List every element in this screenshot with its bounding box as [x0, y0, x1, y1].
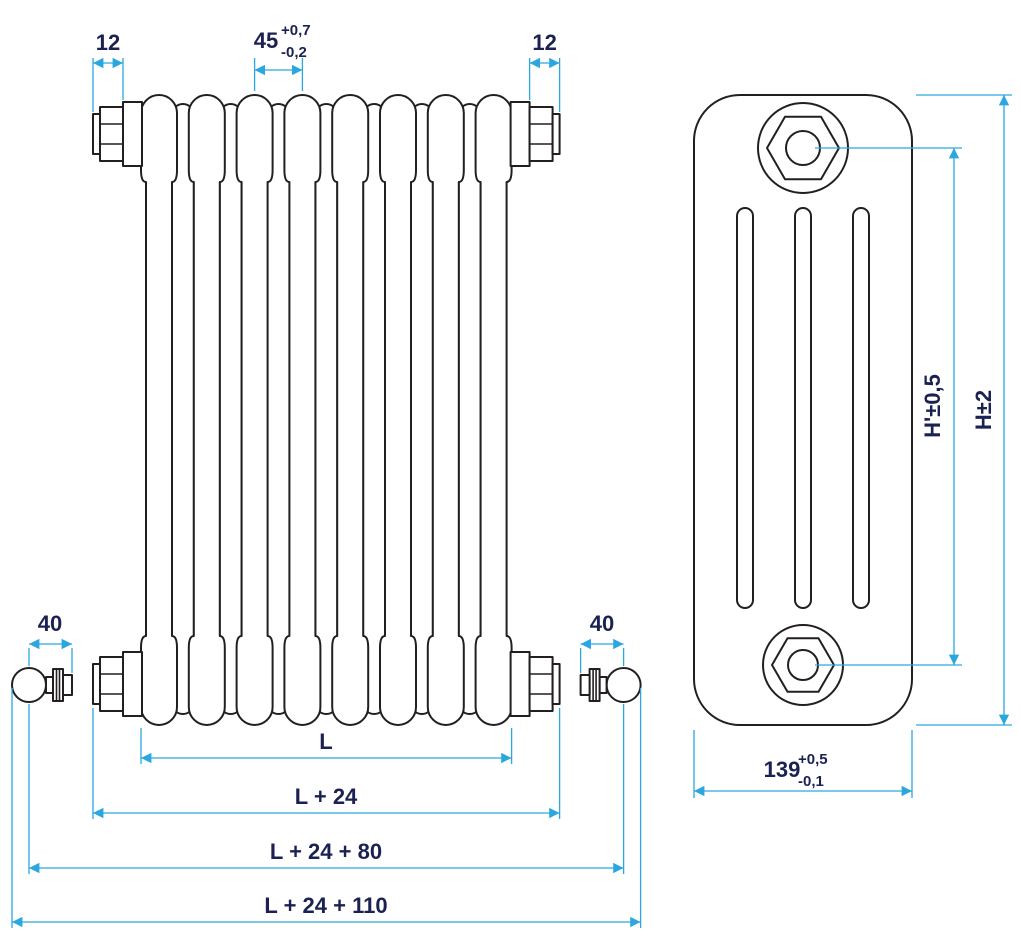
dim-L24: L + 24: [92, 708, 561, 819]
dim-label-40-left: 40: [38, 611, 62, 636]
dim-total-height: H±2: [916, 94, 1012, 726]
dimension-layer: 12 12 45 +0,7 -0,2 40: [11, 22, 1012, 928]
ball-valve-icon: [605, 667, 642, 703]
dim-label-12-left: 12: [96, 30, 120, 55]
rear-column: [362, 103, 387, 715]
radiator-section: [331, 94, 370, 726]
dim-L24-80: L + 24 + 80: [28, 704, 625, 874]
dim-label-L: L: [319, 729, 332, 754]
side-view: [693, 94, 913, 726]
dim-label-pitch: 45: [254, 28, 278, 53]
front-view: [11, 94, 642, 726]
dim-depth: 139 +0,5 -0,1: [693, 730, 913, 798]
radiator-section: [474, 94, 513, 726]
radiator-section: [140, 94, 178, 726]
dim-depth-tolerance-plus: +0,5: [798, 751, 828, 768]
ball-valve-icon: [11, 667, 47, 703]
dim-pitch-tolerance-minus: -0,2: [281, 44, 307, 61]
dim-L: L: [140, 728, 513, 764]
dim-label-total-height: H±2: [971, 390, 996, 430]
dim-inner-height: H'±0,5: [815, 147, 962, 666]
radiator-section: [187, 94, 226, 726]
dim-pitch-tolerance-plus: +0,7: [281, 22, 311, 39]
dim-label-40-right: 40: [590, 611, 614, 636]
dim-label-12-right: 12: [532, 30, 556, 55]
dim-label-L24: L + 24: [295, 784, 358, 809]
dim-label-inner-height: H'±0,5: [920, 374, 945, 438]
dim-depth-tolerance-minus: -0,1: [798, 773, 824, 790]
dim-valve-right: 40: [579, 611, 625, 673]
rear-column: [266, 103, 291, 715]
dim-top-right: 12: [528, 30, 561, 112]
rear-column: [409, 103, 434, 715]
dim-label-depth: 139: [764, 757, 801, 782]
rear-column: [314, 103, 339, 715]
rear-column: [457, 103, 482, 715]
dim-valve-left: 40: [28, 611, 73, 673]
plug-bottom-right: [509, 651, 561, 717]
bottom-bushing: [762, 624, 844, 706]
dim-label-L24-110: L + 24 + 110: [264, 893, 387, 918]
rear-column: [218, 103, 243, 715]
dim-pitch: 45 +0,7 -0,2: [254, 22, 311, 91]
radiator-section: [283, 94, 322, 726]
valve-right: [579, 667, 642, 703]
plug-top-right: [509, 101, 561, 167]
plug-top-left: [92, 101, 143, 167]
valve-left: [11, 667, 73, 703]
plug-bottom-left: [92, 651, 143, 717]
column-grooves: [736, 207, 870, 609]
radiator-section: [235, 94, 274, 726]
dim-label-L24-80: L + 24 + 80: [270, 839, 382, 864]
radiator-section: [379, 94, 417, 726]
rear-column: [170, 103, 195, 715]
dim-top-left: 12: [92, 30, 124, 112]
dim-L24-110: L + 24 + 110: [11, 688, 642, 928]
radiator-section: [426, 94, 465, 726]
